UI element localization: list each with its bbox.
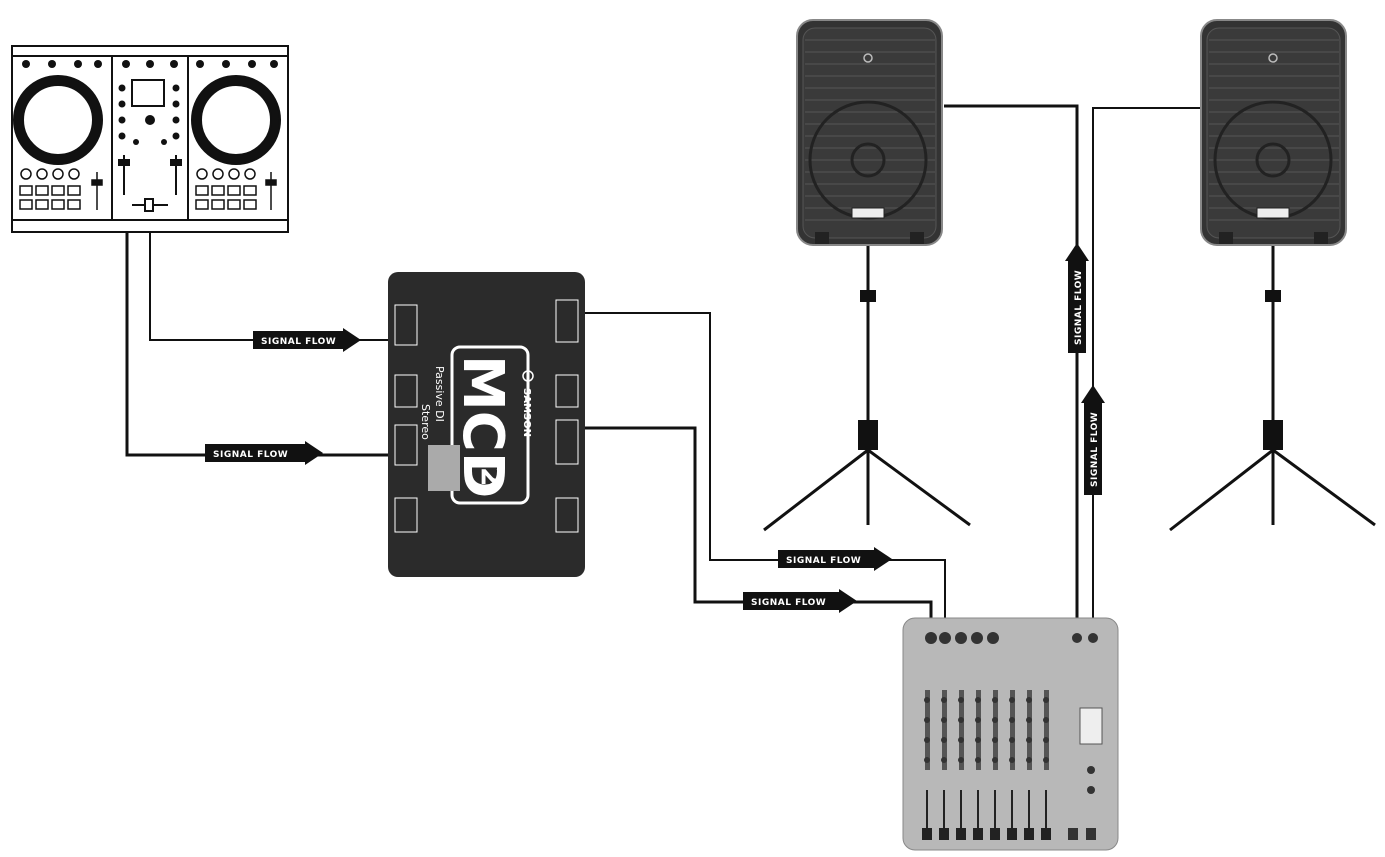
cable-mixer-to-speaker-left [944,104,1079,636]
mcd2-passive-di-box: MCD 2 Passive DI Stereo SAMSON [388,272,585,577]
speaker-left-tweeter [863,53,873,63]
controller-screen [131,79,165,107]
svg-text:2: 2 [475,467,508,486]
controller-mixer-knobs [118,84,180,145]
cable-di-to-mixer-2 [583,426,933,636]
cable-di-to-mixer-1 [583,312,946,636]
controller-top-knobs [22,60,278,68]
svg-text:SIGNAL FLOW: SIGNAL FLOW [751,598,826,608]
jog-wheel-right [191,75,281,165]
cable-mixer-to-speaker-right [1092,107,1200,636]
svg-text:SIGNAL FLOW: SIGNAL FLOW [213,450,288,460]
mixer-input-jacks [925,632,1098,644]
di-model-subtitle-2: Stereo [419,404,432,440]
di-output-jacks [555,299,579,533]
di-model-logo: MCD 2 [450,345,530,505]
signal-flow-label-6: SIGNAL FLOW [1081,385,1105,495]
controller-pads-right [195,168,277,210]
jog-wheel-left [13,75,103,165]
signal-flow-label-3: SIGNAL FLOW [778,547,892,571]
svg-text:SIGNAL FLOW: SIGNAL FLOW [1074,270,1084,345]
svg-text:SIGNAL FLOW: SIGNAL FLOW [1090,412,1100,487]
svg-text:Stereo: Stereo [419,404,432,440]
speaker-left-logo [851,207,885,219]
mixer-faders [922,790,1051,840]
svg-text:SIGNAL FLOW: SIGNAL FLOW [261,337,336,347]
speaker-left [763,19,971,532]
signal-flow-label-4: SIGNAL FLOW [743,589,857,613]
speaker-right-grill-lines [1209,39,1339,221]
svg-text:SAMSON: SAMSON [521,388,532,437]
di-spec-plate [428,445,460,491]
cable-controller-to-di-1 [149,232,390,341]
mixer-master-meter [1079,707,1103,745]
signal-flow-label-5: SIGNAL FLOW [1065,243,1089,353]
mixer-knobs [924,697,1049,763]
controller-pads-left [19,168,103,210]
di-brand: SAMSON [521,370,534,437]
di-model-subtitle: Passive DI [433,366,446,422]
svg-text:SIGNAL FLOW: SIGNAL FLOW [786,556,861,566]
mixer-channel-strips [925,690,1049,770]
svg-text:MCD: MCD [450,355,515,498]
svg-text:Passive DI: Passive DI [433,366,446,422]
signal-flow-label-1: SIGNAL FLOW [253,328,361,352]
speaker-right-tweeter [1268,53,1278,63]
di-input-jacks [394,304,418,533]
speaker-right-logo [1256,207,1290,219]
dj-controller [11,45,289,233]
mixer [902,617,1119,851]
speaker-right [1169,19,1376,532]
signal-flow-label-2: SIGNAL FLOW [205,441,323,465]
